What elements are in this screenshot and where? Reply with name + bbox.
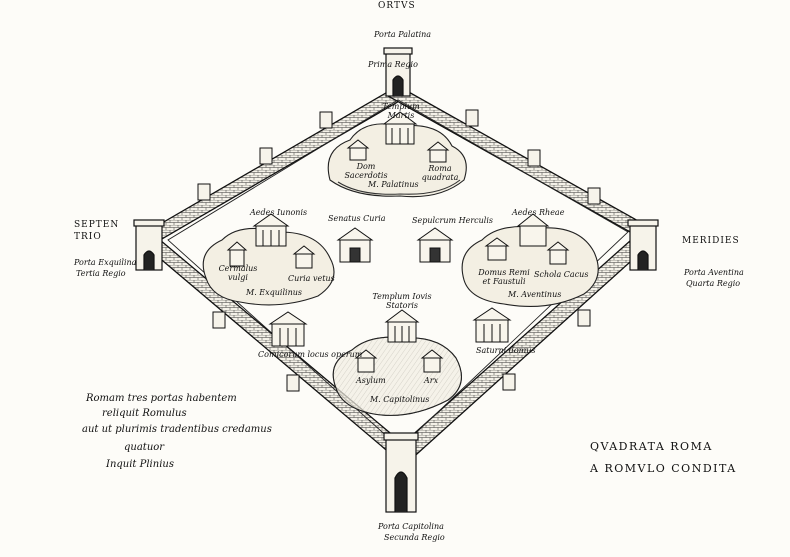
gate-bottom-region: Secunda Regio [384,533,445,542]
capitoline-right-label: Arx [424,376,439,385]
aventine-building-label: Aedes Rheae [512,208,565,217]
gate-right-region: Quarta Regio [686,279,741,288]
capitoline-left-label: Asylum [356,376,386,385]
direction-north-label-2: TRIO [74,232,102,242]
senate-curia-building [336,227,374,263]
aedes-iunonis-building [252,213,290,247]
caption-line-2: reliquit Romulus [102,408,187,419]
saturn-label: Saturni domus [476,346,536,355]
gate-right-name: Porta Aventina [684,268,744,277]
house-curia-vetus [292,245,316,269]
hill-palatine [327,123,467,198]
comitium-label: Comicorum locus operum [258,350,363,359]
iovis-temple-building [384,309,420,343]
palatine-left-label: Dom Sacerdotis [344,162,388,180]
palatine-right-label: Roma quadrata [421,164,459,182]
map-title-line-2: A ROMVLO CONDITA [590,462,737,475]
house-sacerdotis [346,139,370,161]
direction-east-label: ORTVS [378,1,416,11]
caption-line-3: aut ut plurimis tradentibus credamus [82,424,272,435]
palatine-building-label: Templum Martis [382,102,420,120]
caption-line-4: quatuor [124,442,165,453]
wall-towers [197,109,601,392]
caption-line-5: Inquit Plinius [106,459,174,470]
gate-bottom-name: Porta Capitolina [378,522,444,531]
gate-right [627,219,659,271]
aventine-left-label: Domus Remi et Faustuli [478,268,530,286]
comitium-building [268,311,308,347]
gate-left-region: Tertia Regio [76,269,126,278]
aventine-hill-name: M. Aventinus [508,290,562,299]
gate-left [133,219,165,271]
esquiline-left-label: Cermalus vulgi [218,264,258,282]
gate-bottom [383,432,419,513]
caption-line-1: Romam tres portas habentem [86,393,237,404]
senate-curia-label: Senatus Curia [328,214,386,223]
aedes-rheae-building [516,213,550,247]
gate-top-region: Prima Regio [368,60,418,69]
arx-building [420,349,444,373]
map-title-line-1: QVADRATA ROMA [590,440,713,453]
esquiline-hill-name: M. Exquilinus [246,288,302,297]
house-remi [484,237,510,261]
temple-martis-building [382,111,418,145]
hercules-tomb-building [416,227,454,263]
aventine-right-label: Schola Cacus [534,270,589,279]
capitoline-hill-name: M. Capitolinus [370,395,430,404]
palatine-hill-name: M. Palatinus [368,180,419,189]
asylum-building [354,349,378,373]
gate-top [383,47,413,97]
house-schola [546,241,570,265]
house-roma-quadrata [426,141,450,163]
saturn-building [472,307,512,343]
house-cermalus [226,241,248,267]
hercules-tomb-label: Sepulcrum Herculis [412,216,494,225]
gate-left-name: Porta Exquilina [74,258,137,267]
esquiline-right-label: Curia vetus [288,274,335,283]
gate-top-name: Porta Palatina [374,30,432,39]
capitoline-building-label: Templum Iovis Statoris [372,292,432,310]
esquiline-building-label: Aedes Iunonis [250,208,308,217]
direction-north-label-1: SEPTEN [74,220,120,230]
direction-south-label: MERIDIES [682,236,740,246]
